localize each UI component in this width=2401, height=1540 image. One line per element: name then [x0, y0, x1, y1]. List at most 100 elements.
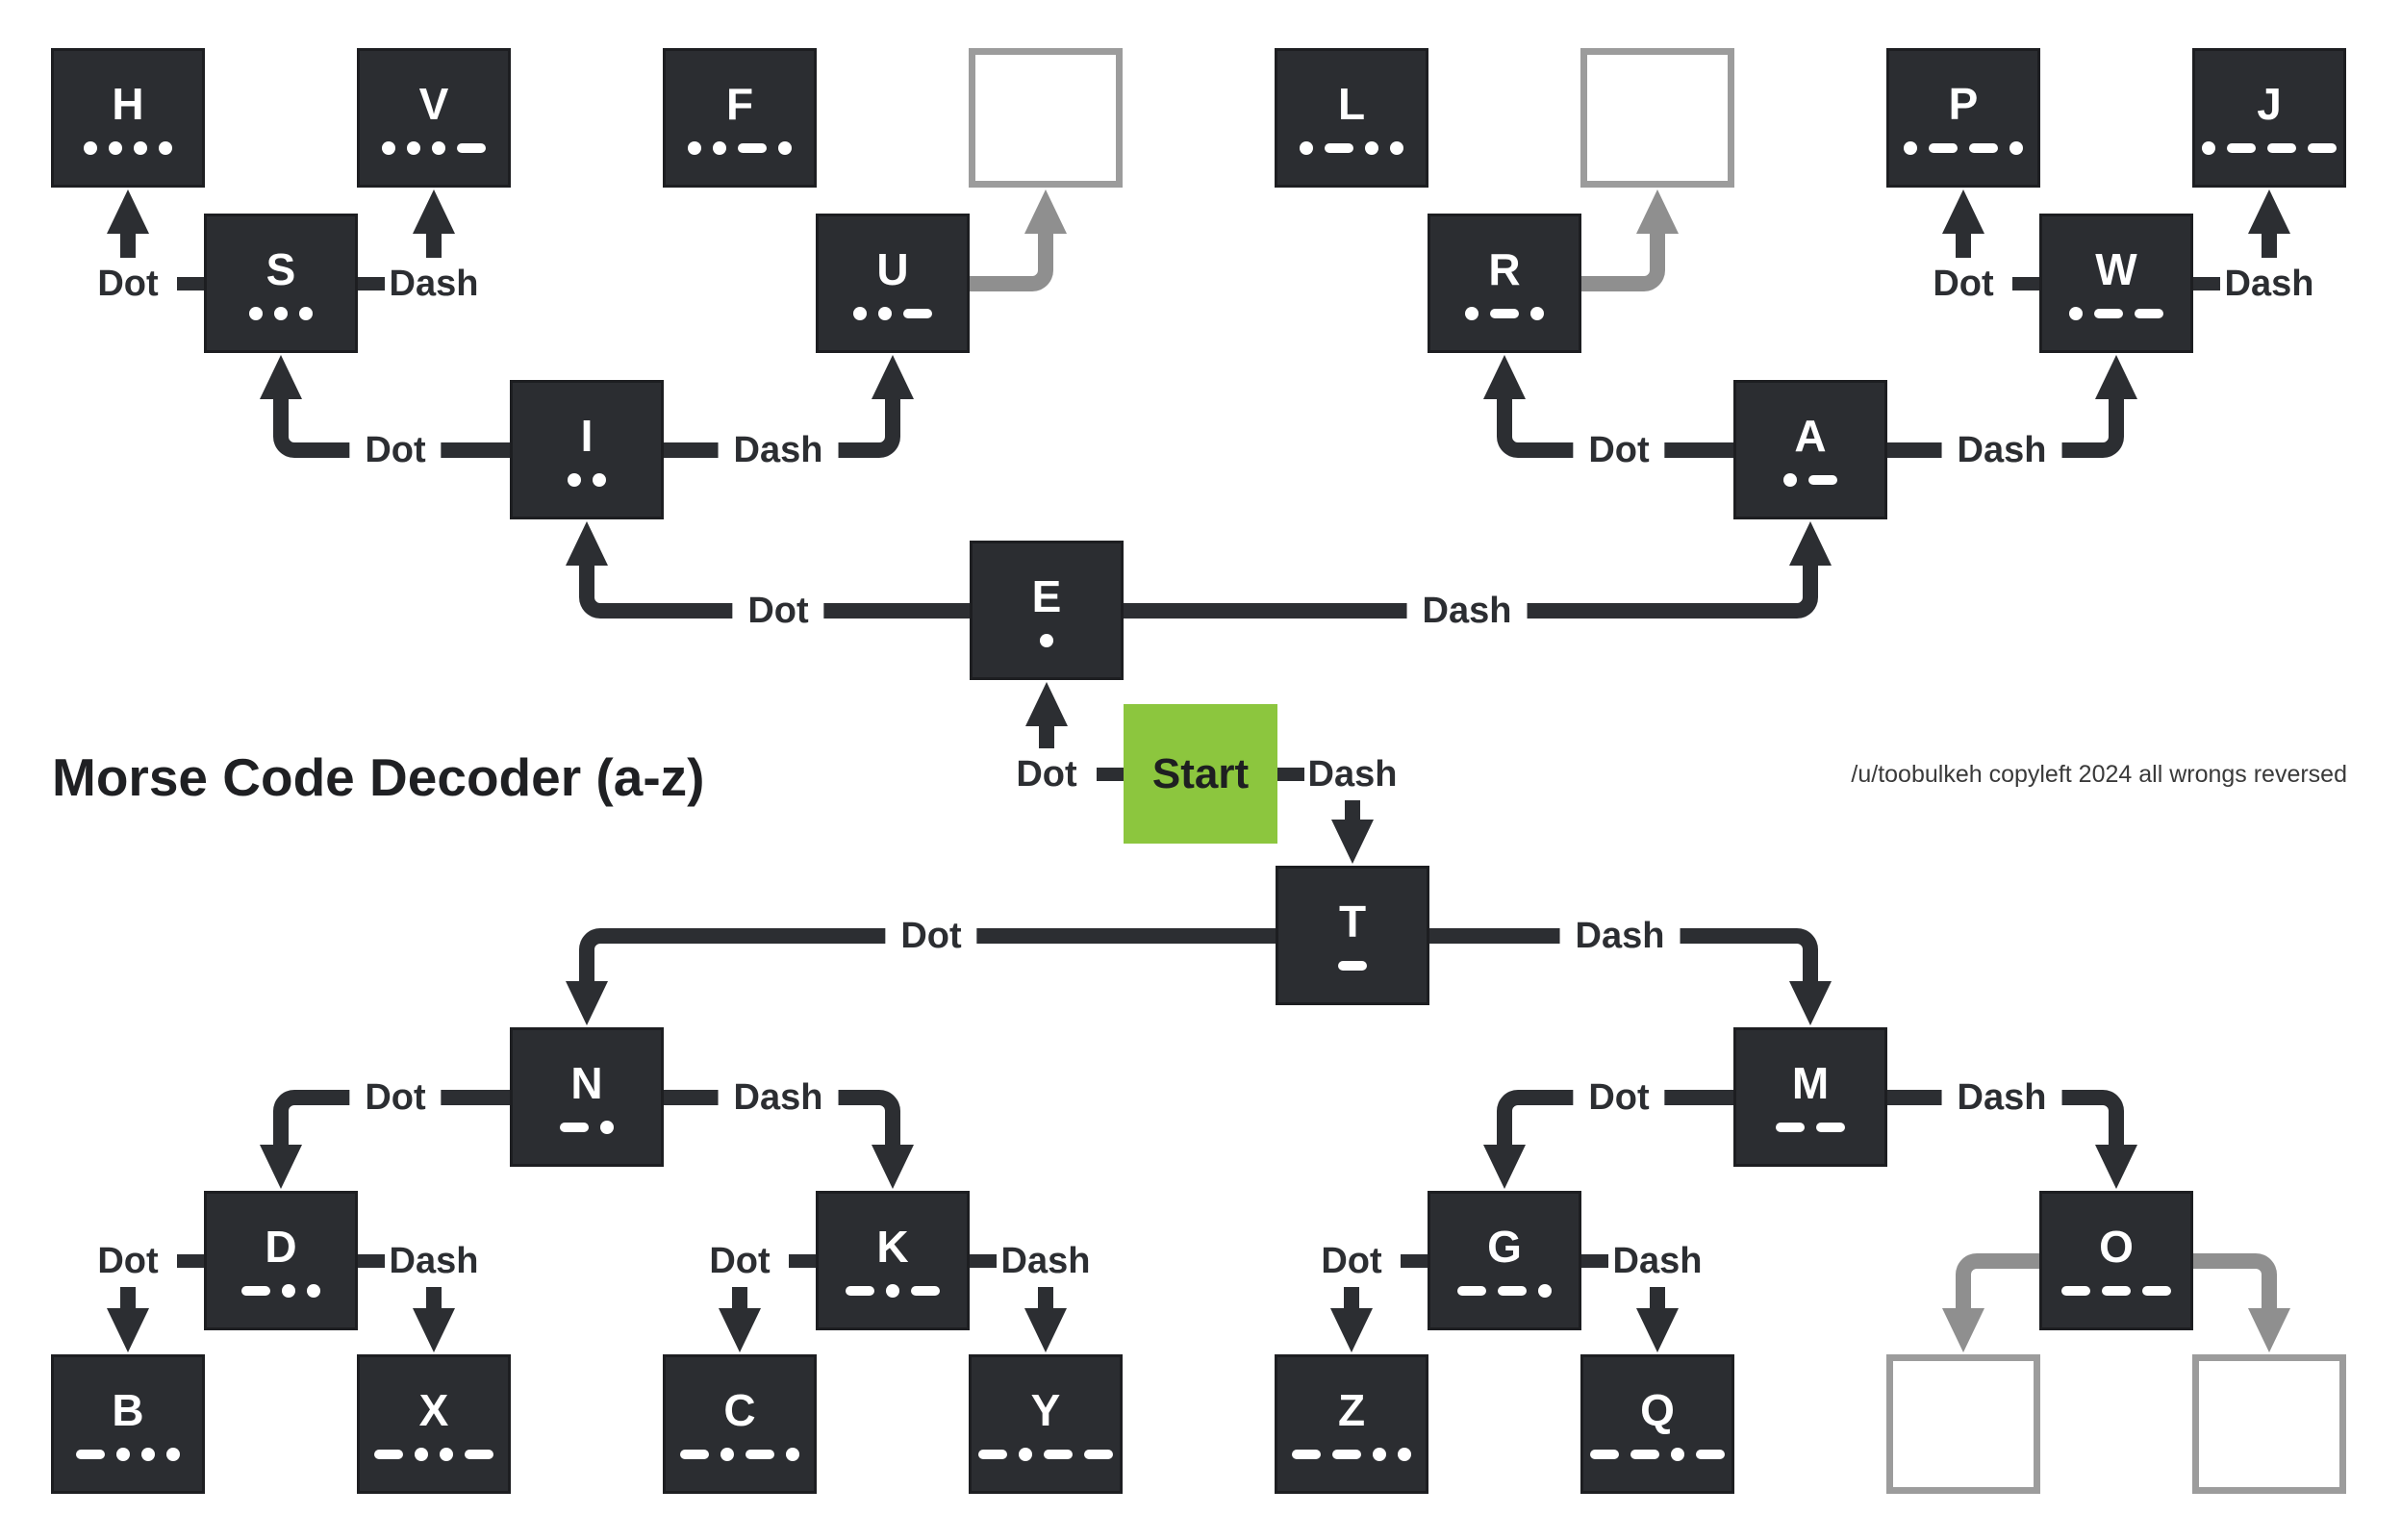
morse-code [1457, 1283, 1552, 1298]
morse-dash-icon [680, 1449, 709, 1459]
node-Q: Q [1580, 1354, 1734, 1494]
morse-code [560, 1120, 614, 1134]
node-G: G [1428, 1191, 1581, 1330]
morse-dot-icon [1398, 1447, 1411, 1461]
node-letter: A [1794, 410, 1827, 461]
morse-dash-icon [1084, 1449, 1113, 1459]
branch-label-dot: Dot [732, 588, 824, 633]
node-H: H [51, 48, 205, 188]
morse-dot-icon [1904, 140, 1917, 155]
morse-dot-icon [720, 1447, 734, 1461]
arrow-down-icon [2095, 1145, 2137, 1189]
morse-code [1338, 959, 1367, 972]
morse-dot-icon [134, 140, 147, 155]
node-E: E [970, 541, 1124, 680]
connector-line [1038, 228, 1053, 268]
elbow-corner-icon [273, 430, 300, 458]
connector-stub [358, 1253, 385, 1268]
morse-dot-icon [307, 1283, 320, 1298]
morse-code [1040, 633, 1053, 647]
morse-dot-icon [2202, 140, 2215, 155]
morse-code [853, 306, 932, 320]
arrow-up-icon [2248, 189, 2290, 234]
arrow-up-icon [1483, 355, 1526, 399]
connector-line [2193, 1252, 2252, 1269]
morse-dot-icon [1373, 1447, 1386, 1461]
node-letter: V [418, 78, 449, 129]
branch-label-dot: Dot [1321, 1240, 1382, 1281]
connector-line [579, 950, 594, 987]
node-Z: Z [1275, 1354, 1428, 1494]
node-letter: S [265, 243, 296, 294]
morse-dot-icon [274, 306, 288, 320]
arrow-down-icon [1636, 1308, 1679, 1352]
morse-dot-icon [778, 140, 792, 155]
morse-dot-icon [878, 306, 892, 320]
empty-node-3 [1886, 1354, 2040, 1494]
node-letter: B [112, 1384, 144, 1435]
branch-label-dash: Dash [1941, 427, 2062, 472]
node-D: D [204, 1191, 358, 1330]
connector-stub [177, 1253, 204, 1268]
branch-label-dot: Dot [349, 1074, 442, 1120]
morse-dot-icon [415, 1447, 428, 1461]
node-Y: Y [969, 1354, 1123, 1494]
morse-dash-icon [846, 1285, 874, 1296]
connector-stub [2193, 276, 2220, 290]
node-letter: J [2257, 78, 2282, 129]
node-I: I [510, 380, 664, 519]
morse-dash-icon [2267, 142, 2296, 153]
connector-line [885, 393, 900, 435]
morse-dash-icon [1630, 1449, 1659, 1459]
arrow-up-icon [1025, 682, 1068, 726]
arrow-down-icon [413, 1308, 455, 1352]
node-letter: C [723, 1384, 756, 1435]
arrow-down-icon [107, 1308, 149, 1352]
morse-dash-icon [76, 1449, 105, 1459]
connector-line [579, 560, 594, 595]
arrow-down-icon [1789, 981, 1832, 1025]
node-letter: X [418, 1384, 449, 1435]
node-letter: Z [1337, 1384, 1366, 1435]
morse-dot-icon [299, 306, 313, 320]
morse-dash-icon [1490, 308, 1519, 318]
credit-text: /u/toobulkeh copyleft 2024 all wrongs re… [1851, 761, 2347, 788]
connector-stub [970, 1253, 997, 1268]
branch-label-dash: Dash [389, 263, 479, 304]
node-R: R [1428, 214, 1581, 353]
morse-dot-icon [688, 140, 701, 155]
elbow-corner-icon [579, 591, 606, 619]
node-F: F [663, 48, 817, 188]
branch-label-dash: Dash [718, 427, 839, 472]
page-title: Morse Code Decoder (a-z) [52, 747, 705, 807]
morse-dash-icon [1776, 1122, 1805, 1132]
branch-label-dash: Dash [2224, 263, 2314, 304]
node-letter: K [876, 1221, 909, 1272]
branch-label-dot: Dot [1933, 263, 1994, 304]
connector-stub [358, 276, 385, 290]
elbow-corner-icon [1638, 264, 1665, 291]
start-label: Start [1151, 749, 1250, 797]
morse-dot-icon [1671, 1447, 1684, 1461]
morse-dot-icon [1465, 306, 1479, 320]
connector-line [1038, 1286, 1053, 1312]
morse-dash-icon [1969, 142, 1998, 153]
morse-code [978, 1447, 1113, 1461]
morse-dot-icon [853, 306, 867, 320]
morse-dot-icon [84, 140, 97, 155]
morse-dot-icon [1040, 633, 1053, 647]
node-letter: R [1488, 243, 1521, 294]
connector-stub [177, 276, 204, 290]
node-letter: F [725, 78, 754, 129]
morse-code [241, 1283, 320, 1298]
morse-dash-icon [911, 1285, 940, 1296]
connector-line [426, 230, 442, 258]
morse-code [1590, 1447, 1725, 1461]
connector-line [1803, 560, 1818, 595]
morse-code [688, 140, 792, 155]
connector-line [2109, 393, 2124, 435]
node-X: X [357, 1354, 511, 1494]
connector-line [1344, 1286, 1359, 1312]
branch-label-dot: Dot [885, 913, 977, 958]
arrow-down-icon [1024, 1308, 1067, 1352]
